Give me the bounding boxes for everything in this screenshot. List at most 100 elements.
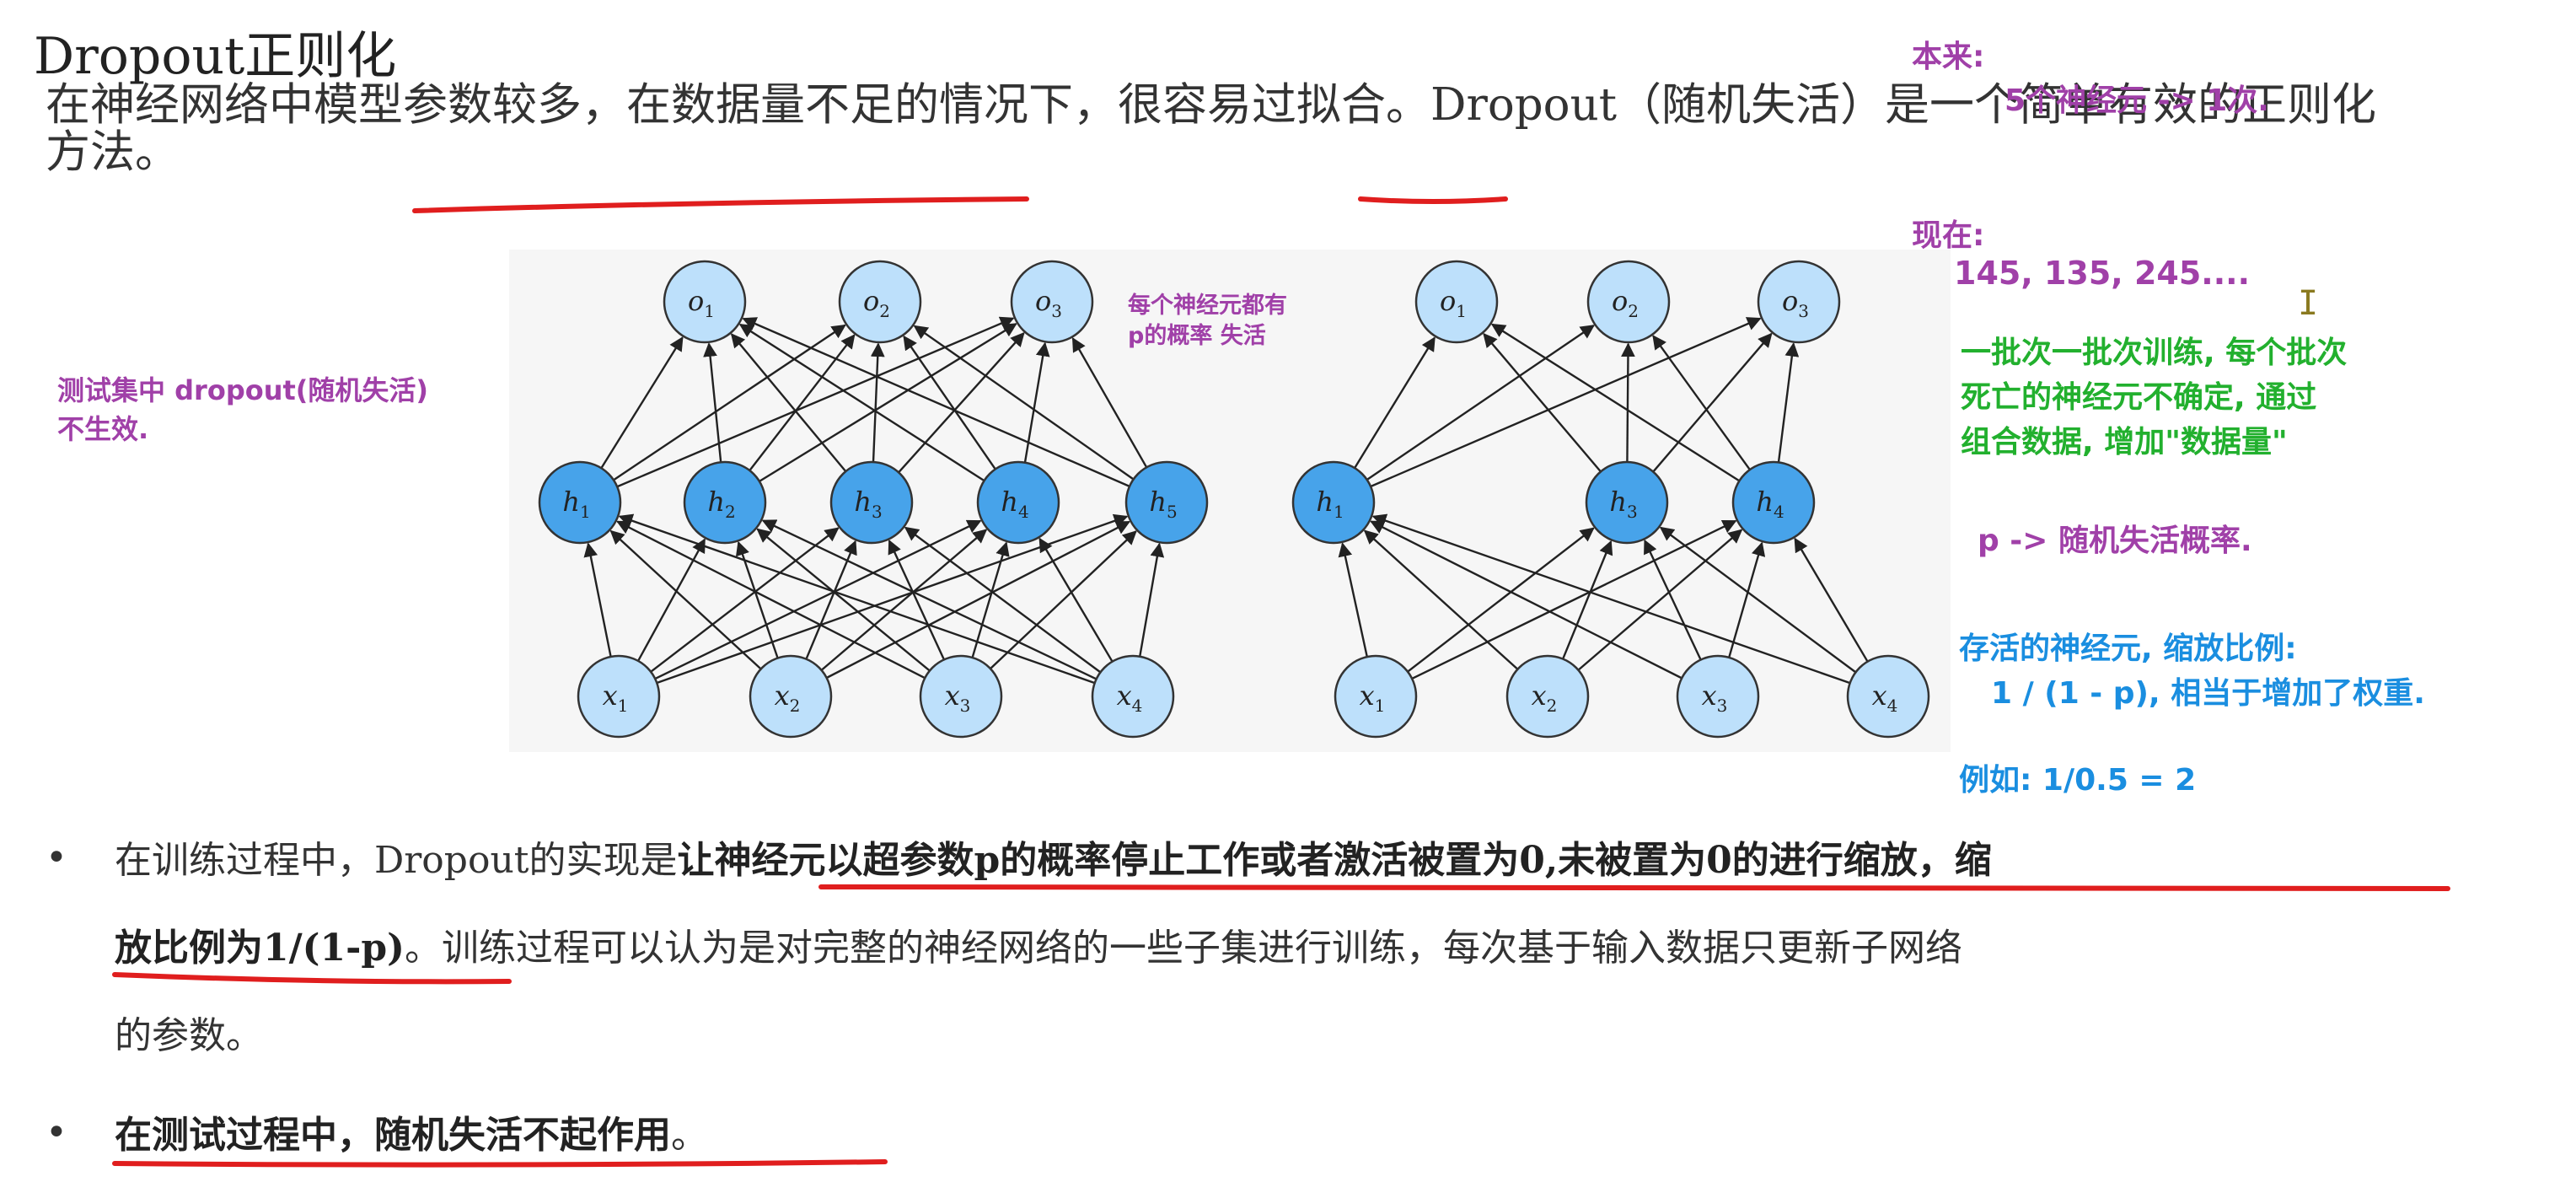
input-node: x2 — [749, 654, 833, 739]
svg-text:h2: h2 — [707, 486, 735, 522]
diagram-edge — [616, 316, 1015, 488]
hidden-node: h3 — [829, 460, 914, 545]
example-note: 例如: 1/0.5 = 2 — [1959, 763, 2197, 798]
diagram-edge — [613, 324, 846, 481]
page-title: Dropout正则化 — [34, 27, 397, 86]
p-note: p -> 随机失活概率. — [1978, 524, 2252, 558]
diagram-edge — [738, 323, 985, 482]
diagram-edge — [1354, 336, 1436, 469]
test-note: 测试集中 dropout(随机失活) 不生效. — [57, 374, 429, 445]
underline-bullet1-line1 — [818, 884, 2450, 892]
hidden-node: h3 — [1585, 460, 1669, 545]
underline-bullet1-line2 — [112, 972, 512, 985]
diagram-edge — [1644, 539, 1702, 661]
diagram-edge — [1363, 529, 1519, 670]
diagram-edge — [1338, 542, 1368, 658]
svg-text:o3: o3 — [1035, 285, 1062, 321]
diagram-edge — [1652, 335, 1751, 470]
diagram-edge — [654, 519, 982, 680]
now-value: 145, 135, 245.... — [1954, 255, 2251, 292]
diagram-edge — [903, 335, 996, 470]
input-node: x3 — [1676, 654, 1760, 739]
diagram-edge — [583, 542, 612, 658]
text-cursor-icon: I — [2298, 284, 2319, 323]
bullet-1-line-1: 在训练过程中，Dropout的实现是让神经元以超参数p的概率停止工作或者激活被置… — [115, 839, 1992, 882]
diagram-edge — [1139, 542, 1165, 657]
diagram-edge — [735, 540, 779, 658]
output-node: o2 — [1586, 260, 1671, 344]
diagram-edge — [1577, 529, 1743, 671]
diagram-edge — [1728, 541, 1766, 658]
diagram-edge — [1794, 537, 1869, 663]
underline-params-many — [412, 196, 1029, 213]
bullet-dot-2: • — [46, 1111, 67, 1154]
dropout-network-diagram: o1 o2 o3 h1 h2 h3 h4 h5 x1 x2 x3 x4 o1 o2 o3 h1 h3 h4 x1 x2… — [509, 250, 1951, 752]
diagram-edge — [618, 513, 1096, 685]
hidden-node: h5 — [1124, 460, 1209, 545]
diagram-edge — [1490, 323, 1741, 482]
diagram-edge — [1483, 332, 1602, 473]
diagram-edge — [1370, 520, 1682, 680]
survive-note-line1: 存活的神经元, 缩放比例: — [1959, 631, 2297, 666]
diagram-edge — [749, 334, 856, 471]
diagram-edge — [913, 325, 1135, 481]
output-node: o3 — [1757, 260, 1841, 344]
diagram-edge — [759, 323, 1017, 482]
diagram-edge — [1411, 519, 1737, 680]
output-node: o1 — [663, 260, 747, 344]
intro-line-2: 方法。 — [46, 126, 180, 178]
svg-text:h3: h3 — [1609, 486, 1637, 522]
diagram-edge — [609, 529, 762, 670]
hidden-node: h2 — [683, 460, 767, 545]
hidden-node: h1 — [1291, 460, 1376, 545]
diagram-edge — [1562, 540, 1613, 660]
bullet-dot-1: • — [46, 836, 67, 879]
diagram-edge — [898, 331, 1025, 474]
svg-text:h1: h1 — [1316, 486, 1344, 522]
diagram-edge — [1370, 317, 1762, 488]
diagram-edge — [990, 530, 1137, 669]
diagram-edge — [600, 336, 684, 469]
survive-note-line2: 1 / (1 - p), 相当于增加了权重. — [1991, 676, 2425, 711]
hidden-node: h1 — [538, 460, 622, 545]
now-label: 现在: — [1912, 218, 1985, 253]
diagram-edge — [1071, 336, 1148, 468]
output-node: o3 — [1010, 260, 1094, 344]
diagram-edge — [1659, 526, 1857, 674]
bullet-2-line-1: 在测试过程中，随机失活不起作用。 — [115, 1114, 708, 1157]
diagram-edge — [761, 519, 1097, 680]
diagram-edge — [826, 520, 1131, 680]
diagram-edge — [742, 317, 1130, 487]
output-node: o2 — [838, 260, 922, 344]
diagram-edge — [888, 539, 945, 660]
diagram-edge — [756, 528, 931, 672]
diagram-edge — [703, 342, 722, 463]
diagram-edge — [870, 342, 885, 463]
diagram-edge — [1777, 341, 1800, 463]
originally-label: 本来: — [1912, 40, 1985, 74]
diagram-edge — [1621, 342, 1635, 463]
diagram-edge — [650, 527, 840, 673]
bullet-1-line-3: 的参数。 — [115, 1014, 263, 1057]
diagram-edge — [971, 541, 1010, 658]
hidden-node: h4 — [976, 460, 1060, 545]
input-node: x2 — [1505, 654, 1590, 739]
input-node: x4 — [1091, 654, 1175, 739]
diagram-edge — [616, 520, 926, 680]
batch-note: 一批次一批次训练, 每个批次 死亡的神经元不确定, 通过 组合数据, 增加"数据… — [1961, 336, 2348, 459]
underline-overfit — [1358, 196, 1508, 204]
input-node: x1 — [577, 654, 661, 739]
hidden-node: h4 — [1731, 460, 1816, 545]
output-node: o1 — [1414, 260, 1499, 344]
intro-line-1: 在神经网络中模型参数较多，在数据量不足的情况下，很容易过拟合。Dropout（随… — [46, 79, 2377, 131]
originally-value: 5个神经元 -> 1次. — [2004, 83, 2269, 118]
diagram-edge — [1371, 513, 1851, 685]
underline-bullet2 — [112, 1159, 888, 1168]
bullet-1-line-2: 放比例为1/(1-p)。训练过程可以认为是对完整的神经网络的一些子集进行训练，每… — [115, 927, 1962, 970]
input-node: x1 — [1334, 654, 1418, 739]
diagram-edge — [1038, 537, 1114, 663]
diagram-edge — [1407, 527, 1595, 673]
diagram-edge — [904, 526, 1102, 674]
each-neuron-note: 每个神经元都有 p的概率 失活 — [1128, 293, 1287, 349]
diagram-edge — [730, 333, 847, 472]
